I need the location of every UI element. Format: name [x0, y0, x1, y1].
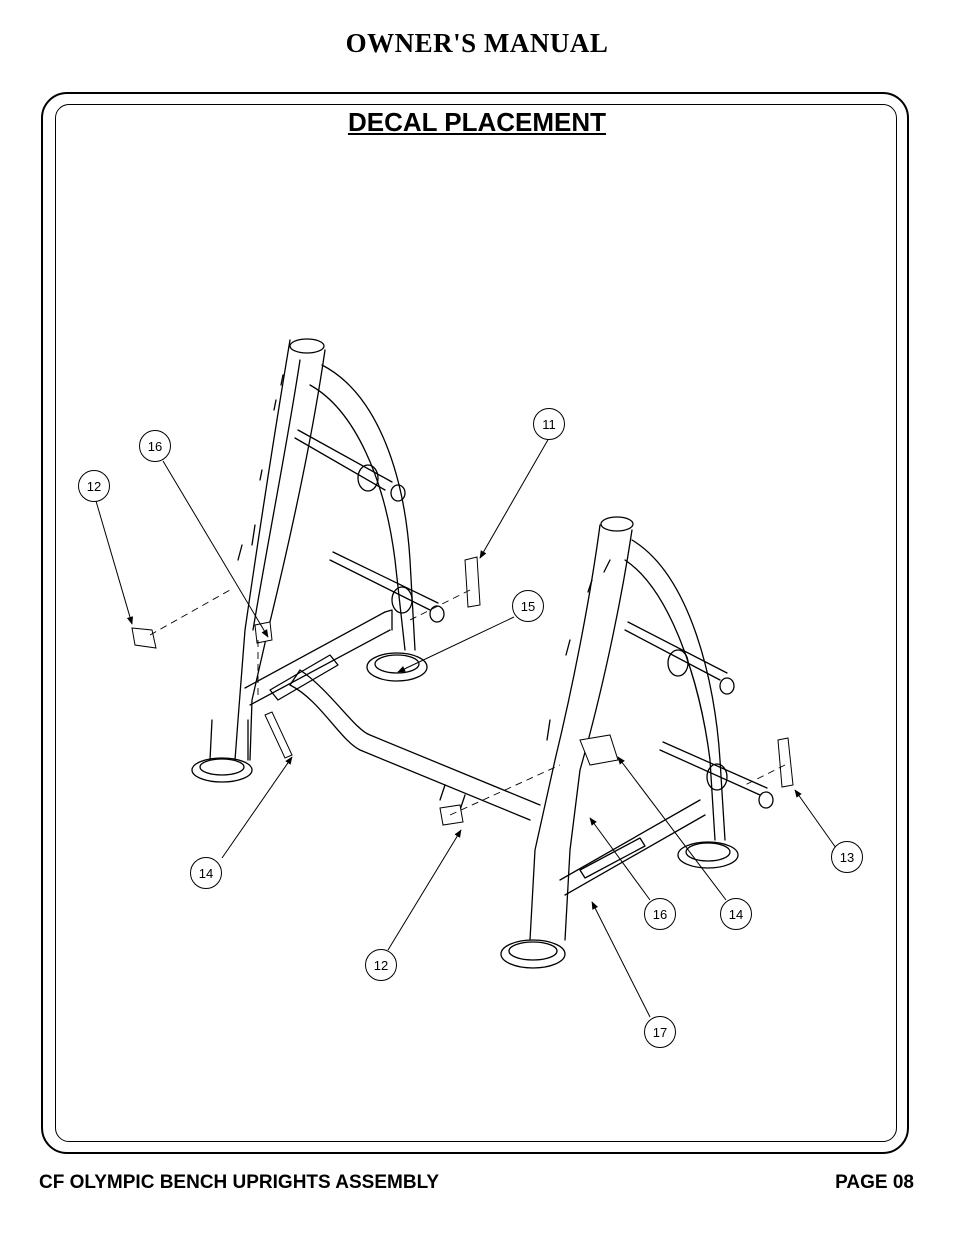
decal-12-left [131, 627, 157, 649]
callout-12-center: 12 [365, 949, 397, 981]
decal-13 [777, 737, 794, 788]
footer-page-number: PAGE 08 [835, 1172, 914, 1193]
callout-15: 15 [512, 590, 544, 622]
footer-assembly-title: CF OLYMPIC BENCH UPRIGHTS ASSEMBLY [39, 1172, 440, 1193]
callout-14-right: 14 [720, 898, 752, 930]
callout-16-left: 16 [139, 430, 171, 462]
decal-12-center [439, 804, 464, 826]
dashed-leaders [149, 589, 786, 816]
callout-16-right: 16 [644, 898, 676, 930]
content-frame-inner [55, 104, 897, 1142]
callout-14-left: 14 [190, 857, 222, 889]
svg-text:14: 14 [729, 907, 743, 922]
decal-14-left [264, 711, 293, 759]
svg-text:16: 16 [148, 439, 162, 454]
section-title: DECAL PLACEMENT [347, 107, 607, 137]
svg-text:13: 13 [840, 850, 854, 865]
svg-text:15: 15 [521, 599, 535, 614]
callout-17: 17 [644, 1016, 676, 1048]
manual-header-title: OWNER'S MANUAL [345, 28, 609, 58]
svg-text:17: 17 [653, 1025, 667, 1040]
svg-text:11: 11 [542, 417, 556, 432]
callout-bubbles: 11 12 12 13 14 14 15 16 [78, 408, 863, 1048]
svg-text:14: 14 [199, 866, 213, 881]
callout-11: 11 [533, 408, 565, 440]
callout-13: 13 [831, 841, 863, 873]
content-frame-outer [41, 92, 909, 1154]
frame-drawing [191, 338, 774, 969]
decal-11 [464, 556, 481, 608]
decal-14-right [579, 734, 619, 766]
decal-shapes [131, 556, 794, 826]
svg-text:12: 12 [374, 958, 388, 973]
callout-12-left: 12 [78, 470, 110, 502]
svg-text:12: 12 [87, 479, 101, 494]
callout-arrows [95, 437, 837, 1018]
decal-16-left [254, 621, 273, 644]
svg-text:16: 16 [653, 907, 667, 922]
